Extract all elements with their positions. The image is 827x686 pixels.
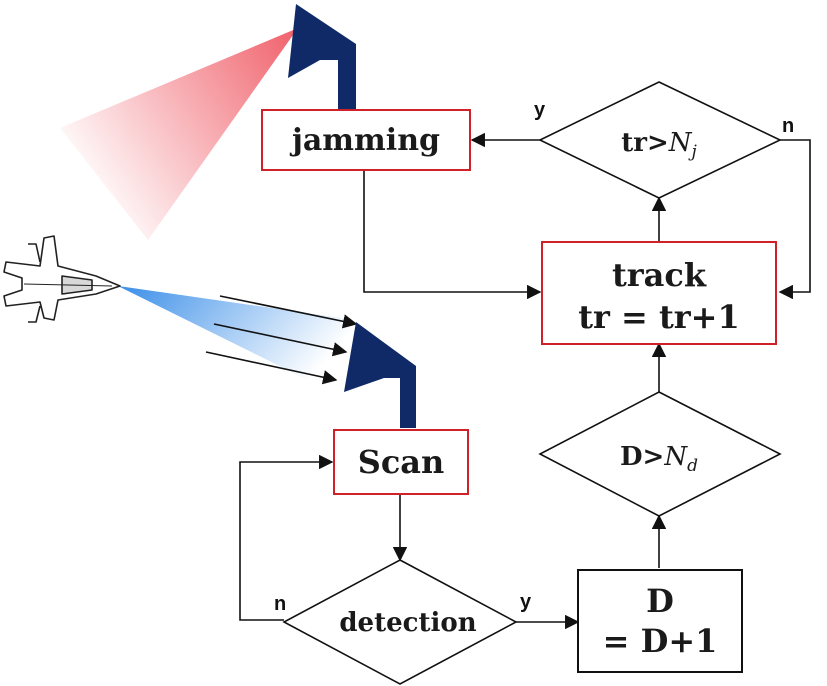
d-increment-label: D (646, 582, 674, 620)
flow-edges (239, 132, 811, 630)
detection-label: detection (339, 608, 476, 638)
track-box: track tr = tr+1 (541, 241, 777, 345)
radar-antenna-icon (288, 4, 356, 110)
radar-antenna-icon (344, 322, 416, 428)
edge-label-yes: y (534, 99, 546, 121)
scan-label: Scan (358, 443, 445, 481)
jamming-label: jamming (289, 123, 440, 158)
echo-arrows (205, 295, 358, 385)
track-formula: tr = tr+1 (578, 298, 739, 336)
scan-box: Scan (333, 429, 469, 495)
d-gt-nd-decision: D>Nd (538, 391, 782, 517)
jamming-box: jamming (261, 109, 471, 171)
d-increment-box: D = D+1 (577, 569, 743, 673)
edge-label-no: n (274, 593, 286, 615)
fighter-jet-icon (3, 235, 121, 323)
jamming-beam (60, 28, 298, 240)
tr-gt-nj-decision: tr>Nj (538, 81, 782, 199)
detection-decision: detection (282, 559, 518, 685)
tr-gt-nj-label: tr>Nj (621, 128, 697, 162)
d-gt-nd-label: D>Nd (620, 442, 698, 476)
track-label: track (612, 256, 707, 294)
edge-label-yes: y (520, 591, 532, 613)
edge-label-no: n (782, 115, 794, 137)
d-increment-formula: = D+1 (603, 622, 718, 660)
